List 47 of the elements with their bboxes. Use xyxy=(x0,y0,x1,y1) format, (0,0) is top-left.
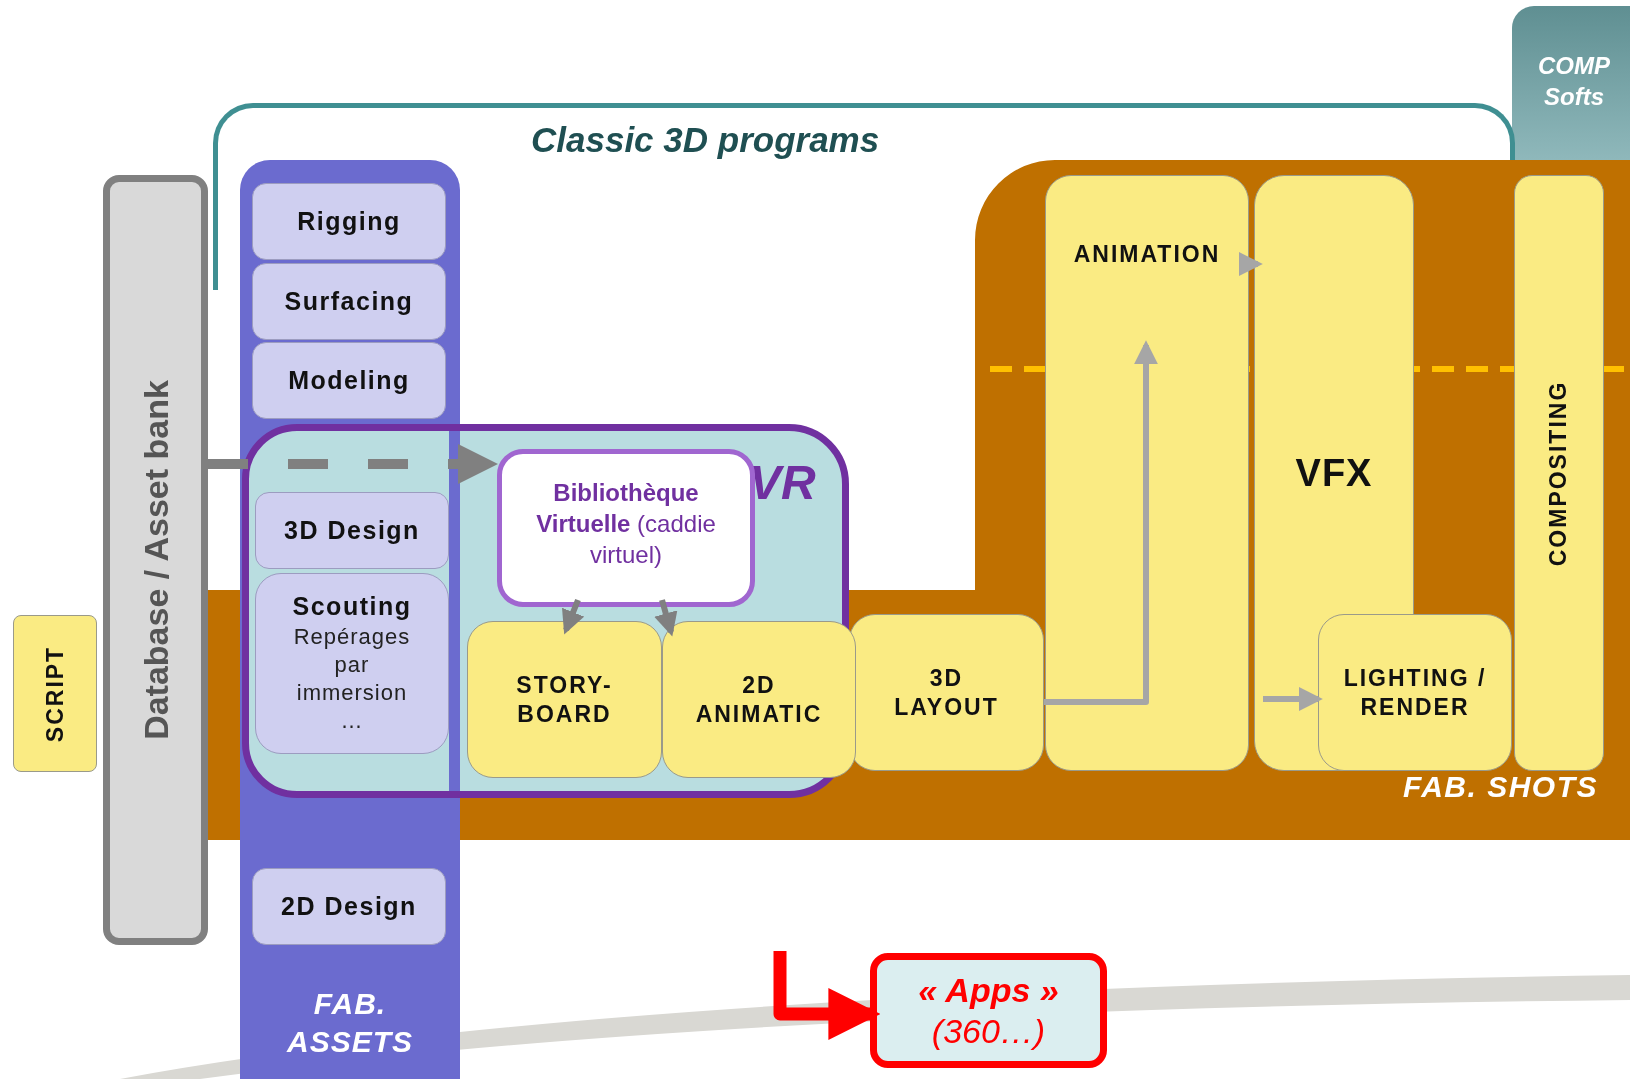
stage-label: 3D LAYOUT xyxy=(893,663,1000,722)
arrow xyxy=(208,444,498,484)
stage-box xyxy=(1514,175,1604,771)
task-label: Rigging xyxy=(297,207,401,236)
task-label: Modeling xyxy=(288,366,410,395)
arrow xyxy=(1263,687,1323,711)
arrow xyxy=(773,951,881,1040)
stage-label: STORY- BOARD xyxy=(515,670,614,729)
column-label: FAB. ASSETS xyxy=(285,986,414,1060)
stage-box xyxy=(1318,614,1512,771)
apps-box xyxy=(870,953,1107,1068)
database-bar xyxy=(103,175,208,945)
task-label: Scouting xyxy=(292,592,412,621)
database-label: Database / Asset bank xyxy=(136,380,175,740)
task-label: 2D Design xyxy=(281,892,417,921)
arrow xyxy=(1044,340,1158,705)
stage-label: COMPOSITING xyxy=(1544,380,1573,566)
task-box xyxy=(252,183,446,260)
task-label: Surfacing xyxy=(284,287,414,316)
task-box xyxy=(252,263,446,340)
stage-box xyxy=(467,621,662,778)
region-label: FAB. SHOTS xyxy=(1403,770,1598,804)
region-title: Classic 3D programs xyxy=(531,120,880,160)
script-label: SCRIPT xyxy=(41,645,69,742)
apps-subtitle: (360…) xyxy=(931,1010,1046,1052)
tab-label: COMP Softs xyxy=(1537,51,1611,112)
stage-box xyxy=(1045,175,1249,771)
stage-label: LIGHTING / RENDER xyxy=(1342,663,1488,722)
task-box xyxy=(255,492,449,569)
task-box xyxy=(252,342,446,419)
library-label: Bibliothèque Virtuelle (caddie virtuel) xyxy=(535,477,717,570)
stage-box xyxy=(849,614,1044,771)
script-box xyxy=(13,615,97,772)
library-box xyxy=(497,449,755,607)
task-description: Repérages par immersion … xyxy=(292,623,412,735)
task-label: 3D Design xyxy=(284,516,420,545)
stage-box xyxy=(662,621,856,778)
stage-label: 2D ANIMATIC xyxy=(694,670,824,729)
software-tab xyxy=(1512,6,1630,160)
arrow xyxy=(654,599,678,637)
task-box xyxy=(252,868,446,945)
stage-label: VFX xyxy=(1295,458,1373,488)
stage-label: ANIMATION xyxy=(1073,240,1221,269)
apps-title: « Apps » xyxy=(918,969,1059,1010)
task-box xyxy=(255,573,449,754)
arrow xyxy=(562,598,585,635)
arrow xyxy=(1238,252,1263,276)
